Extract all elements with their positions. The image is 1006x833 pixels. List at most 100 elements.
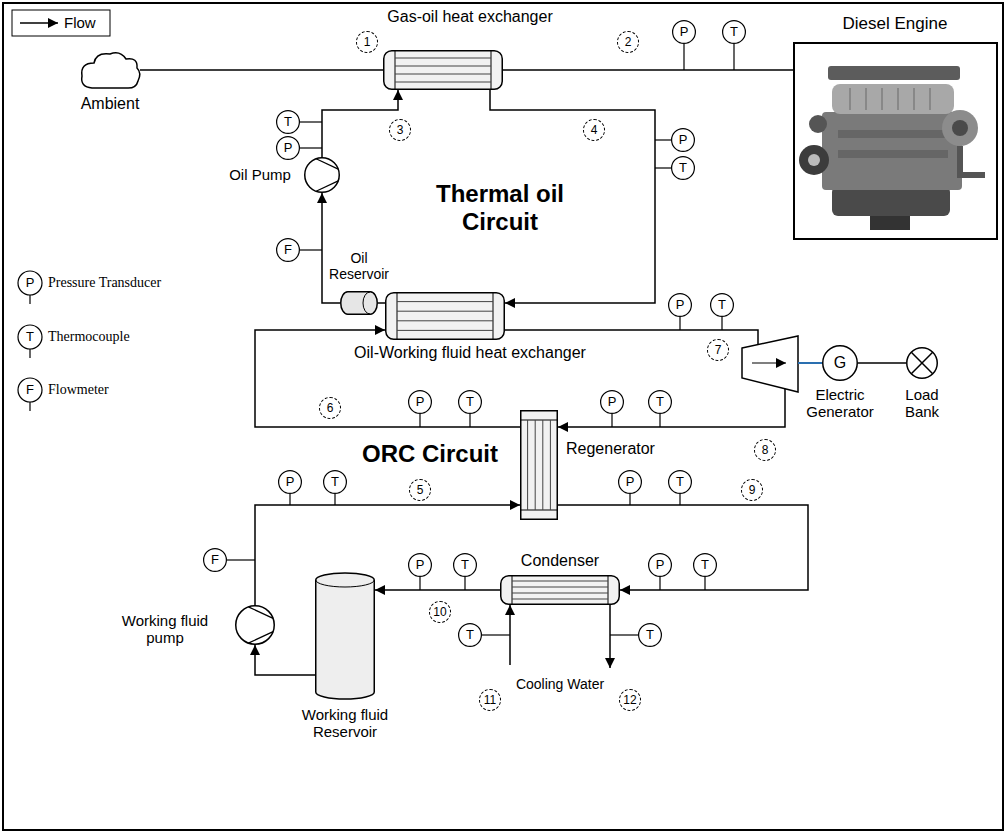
- text-holder: Ambient: [81, 95, 140, 113]
- sensor-letter: T: [284, 115, 292, 130]
- sensor-circle: T: [276, 110, 300, 134]
- engine-illustration: [799, 145, 829, 175]
- hx-part: [512, 581, 608, 582]
- hx-part: [397, 320, 493, 321]
- label-holder: ORC Circuit: [362, 440, 498, 468]
- sensor-letter: T: [656, 395, 664, 410]
- inst-part: [277, 111, 300, 134]
- text-holder: T: [466, 628, 474, 643]
- label-holder: 8: [754, 439, 776, 461]
- sensor-circle: P: [672, 20, 696, 44]
- text-holder: P: [656, 558, 665, 573]
- label-holder: 9: [741, 479, 763, 501]
- state-number: 7: [707, 339, 729, 361]
- sensor-circle: P: [648, 553, 672, 577]
- sensor-letter: T: [646, 628, 654, 643]
- text-holder: T: [730, 25, 738, 40]
- text-holder: Oil Pump: [229, 166, 291, 183]
- regen-part: [521, 420, 557, 421]
- drumH-part: [363, 292, 370, 314]
- load-part: [911, 352, 932, 373]
- sensor-circle: T: [648, 390, 672, 414]
- label-holder: 12: [619, 689, 641, 711]
- sensor-letter: P: [626, 475, 635, 490]
- engine-illustration: [942, 110, 978, 146]
- sensor-circle: T: [722, 20, 746, 44]
- text-holder: P: [286, 475, 295, 490]
- sensor-circle: F: [276, 238, 300, 262]
- inst-part: [409, 554, 432, 577]
- pump-part: [305, 158, 340, 193]
- text-holder: T: [466, 395, 474, 410]
- sensor-circle: T: [693, 553, 717, 577]
- hx-part: [397, 330, 493, 331]
- label-holder: 11: [479, 689, 501, 711]
- engine-illustration: [822, 112, 962, 190]
- engine-illustration: [849, 88, 851, 110]
- engine-illustration: [897, 88, 899, 110]
- part-label: Diesel Engine: [843, 14, 948, 34]
- hx-part: [395, 74, 491, 75]
- inst-part: [673, 21, 696, 44]
- sensor-letter: T: [331, 475, 339, 490]
- inst-part: [279, 471, 302, 494]
- sensor-legend-sample: [29, 402, 30, 411]
- cooling-water-line: [510, 605, 610, 668]
- text-holder: T: [718, 298, 726, 313]
- pump-outline: [304, 157, 340, 193]
- turbine-expander: [798, 362, 822, 364]
- text-holder: P: [416, 395, 425, 410]
- sensor-letter: T: [701, 558, 709, 573]
- sensor-letter: P: [608, 395, 617, 410]
- hx-outline: [385, 292, 505, 340]
- inst-part: [619, 471, 642, 494]
- cloud-outline: [80, 51, 140, 89]
- text-holder: T: [461, 558, 469, 573]
- sensor-stem: [704, 577, 705, 590]
- text-holder: Working fluid pump: [110, 612, 220, 647]
- sensor-circle: T: [638, 623, 662, 647]
- hx-part: [512, 599, 608, 600]
- regen-part: [521, 510, 557, 511]
- hx-part: [608, 576, 609, 604]
- cloud-part: [82, 53, 140, 88]
- inst-part: [204, 549, 227, 572]
- sensor-letter: T: [676, 475, 684, 490]
- label-holder: T: [26, 330, 34, 345]
- text-holder: Regenerator: [566, 440, 655, 458]
- sensor-letter: P: [679, 133, 688, 148]
- flow-legend-sample: [12, 10, 110, 36]
- sensor-letter: T: [466, 395, 474, 410]
- sensor-circle: P: [671, 128, 695, 152]
- part-label: Ambient: [81, 95, 140, 113]
- hx-part: [395, 58, 491, 59]
- inst-part: [694, 554, 717, 577]
- circuit-title: ORC Circuit: [362, 440, 498, 468]
- sensor-stem: [610, 634, 638, 635]
- text-holder: T: [331, 475, 339, 490]
- sensor-legend-sample: [18, 271, 42, 295]
- pipe-connector: [255, 645, 315, 675]
- pipe-connector: [322, 193, 340, 303]
- inst-part: [649, 391, 672, 414]
- sensor-letter: P: [416, 558, 425, 573]
- hx-part: [397, 301, 493, 302]
- annotation-text: T: [26, 330, 34, 345]
- turbine-expander: [742, 336, 822, 392]
- sensor-stem: [659, 577, 660, 590]
- gen-part: [823, 346, 858, 381]
- sensor-circle: T: [453, 553, 477, 577]
- sensor-stem: [629, 494, 630, 505]
- sensor-stem: [300, 121, 322, 122]
- text-holder: T: [679, 161, 687, 176]
- label-holder: F: [26, 383, 34, 398]
- label-holder: 3: [389, 119, 411, 141]
- sensor-stem: [679, 494, 680, 505]
- state-number: 5: [409, 479, 431, 501]
- sensor-legend-sample: [18, 325, 42, 349]
- hx-outline: [500, 575, 620, 605]
- sensor-stem: [611, 414, 612, 427]
- sensor-circle: P: [600, 390, 624, 414]
- regen-part: [550, 420, 551, 510]
- sensor-circle: P: [276, 136, 300, 160]
